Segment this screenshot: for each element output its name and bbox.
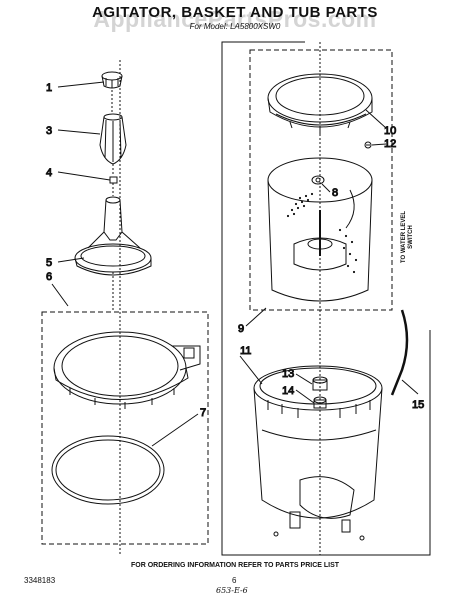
leader-lines	[51, 81, 419, 447]
callout-14: 14	[282, 385, 294, 397]
water-level-switch-note: TO WATER LEVEL SWITCH	[401, 210, 414, 264]
callout-1: 1	[46, 82, 52, 94]
part-tub-seal	[313, 396, 327, 409]
tub-ring-group-box	[41, 311, 209, 545]
diagram-subtitle: For Model: LA5800XSW0	[189, 22, 281, 31]
callout-8: 8	[332, 187, 338, 199]
part-agitator-base	[74, 196, 152, 310]
part-tub-ring	[53, 331, 201, 409]
part-agitator-cap	[101, 71, 123, 112]
part-basket-screw	[364, 141, 372, 149]
callout-7: 7	[200, 407, 206, 419]
part-tub-ring-seal	[51, 435, 165, 505]
part-drive-nut	[311, 175, 325, 185]
tub-assembly-bracket	[221, 41, 431, 556]
part-water-level-hose	[390, 309, 409, 396]
part-balance-ring	[267, 73, 373, 134]
part-agitator-barrel	[99, 113, 127, 176]
callout-3: 3	[46, 125, 52, 137]
ordering-note: FOR ORDERING INFORMATION REFER TO PARTS …	[130, 562, 340, 569]
callout-4: 4	[46, 167, 52, 179]
part-tub-bearing	[312, 376, 328, 391]
callout-5: 5	[46, 257, 52, 269]
part-fastener	[109, 176, 118, 196]
document-number: 3348183	[24, 576, 56, 585]
part-wash-basket	[267, 157, 373, 302]
part-outer-tub	[253, 365, 383, 541]
callout-9: 9	[238, 323, 244, 335]
callout-12: 12	[384, 138, 396, 150]
callout-15: 15	[412, 399, 424, 411]
watermark-text: AppliancePartsPros.com	[93, 6, 377, 32]
page-number: 6	[232, 576, 237, 585]
callout-10: 10	[384, 125, 396, 137]
diagram-title: AGITATOR, BASKET AND TUB PARTS	[92, 4, 378, 21]
callout-6: 6	[46, 271, 52, 283]
callout-11: 11	[240, 345, 251, 357]
callout-13: 13	[282, 368, 294, 380]
handwritten-code: 653-E-6	[216, 586, 248, 595]
basket-group-box	[249, 49, 393, 311]
